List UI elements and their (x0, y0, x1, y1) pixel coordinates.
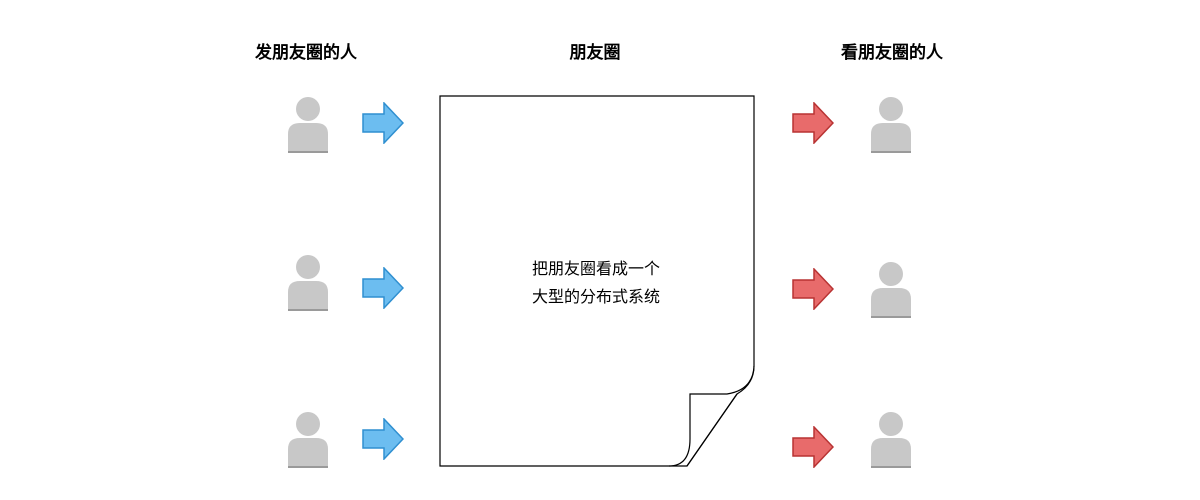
publisher-user-icon (288, 412, 328, 468)
viewer-user-icon (871, 97, 911, 153)
view-arrow-right-icon (792, 102, 834, 144)
publisher-user-icon (288, 255, 328, 311)
viewer-user-icon (871, 412, 911, 468)
viewer-user-icon (871, 262, 911, 318)
moments-column-title: 朋友圈 (569, 43, 621, 63)
view-arrow-right-icon (792, 268, 834, 310)
publisher-user-icon (288, 97, 328, 153)
document-text-line-2: 大型的分布式系统 (531, 287, 660, 306)
moments-document-shape (439, 95, 755, 467)
publish-arrow-right-icon (362, 418, 404, 460)
document-text-line-1: 把朋友圈看成一个 (531, 259, 660, 278)
publish-arrow-right-icon (362, 267, 404, 309)
view-arrow-right-icon (792, 426, 834, 468)
viewer-column-title: 看朋友圈的人 (841, 43, 943, 63)
publisher-column-title: 发朋友圈的人 (255, 43, 357, 63)
document-text: 把朋友圈看成一个 大型的分布式系统 (437, 255, 755, 311)
publish-arrow-right-icon (362, 102, 404, 144)
